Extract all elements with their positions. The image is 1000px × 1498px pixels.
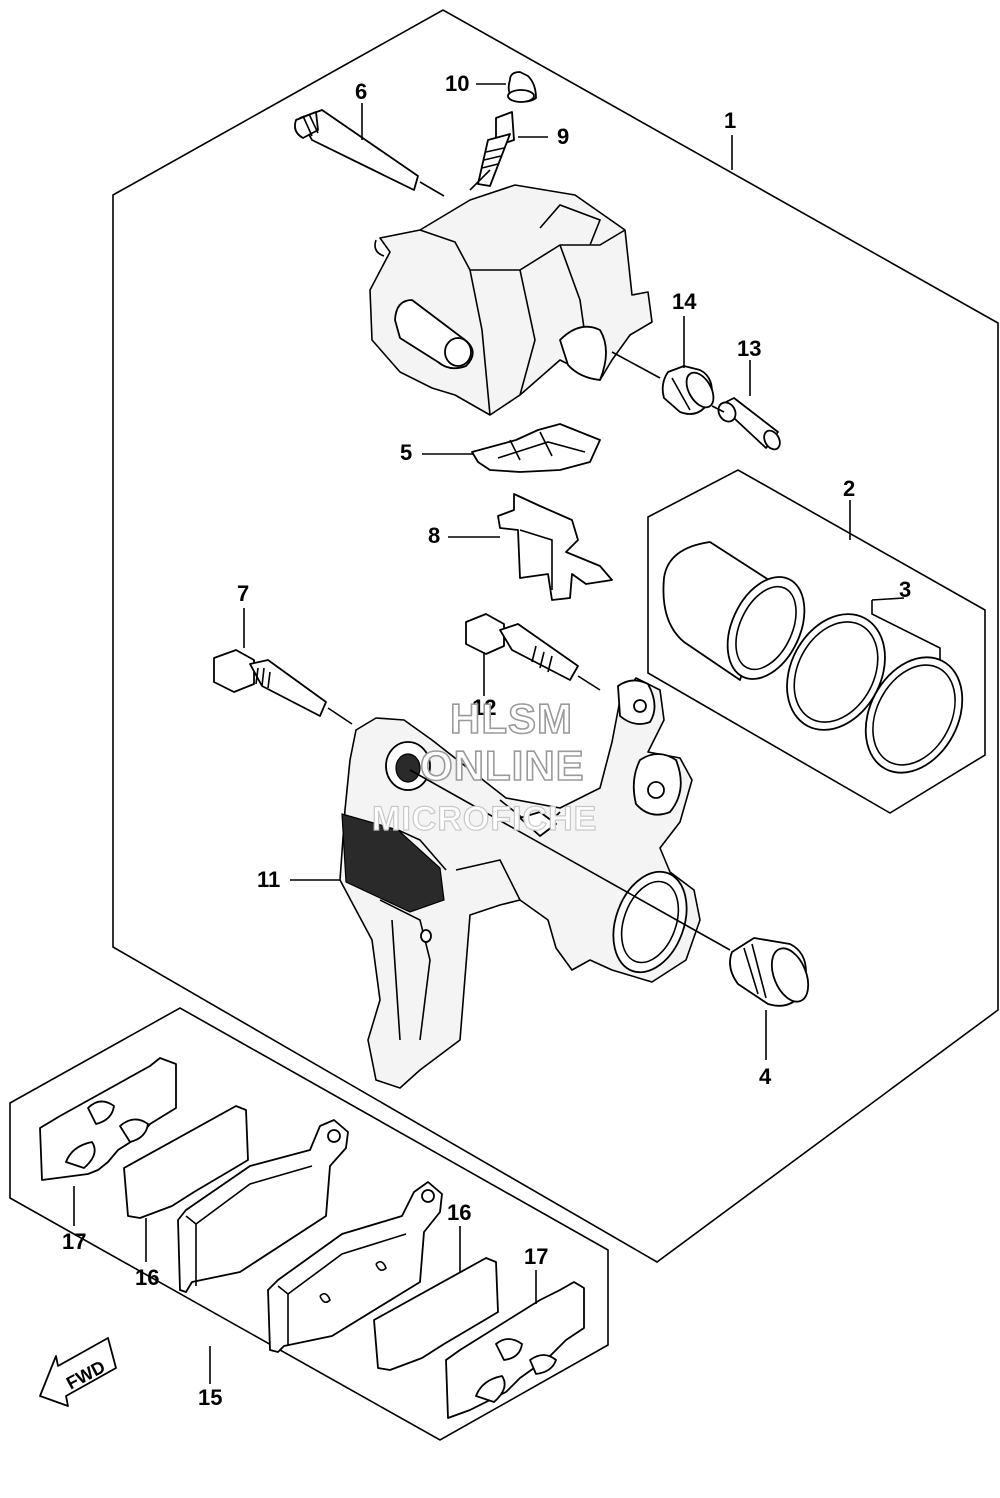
pad-shim-16-right [373, 1257, 499, 1371]
callout-17-right: 17 [524, 1244, 548, 1269]
callout-17-left: 17 [62, 1229, 86, 1254]
bolt-part-12 [465, 613, 579, 681]
assembly-1-boundary [112, 9, 999, 1263]
group-3-bracket [871, 600, 941, 664]
callout-12: 12 [472, 695, 496, 720]
brake-pad-right [267, 1181, 443, 1353]
pad-spring-part-5 [471, 423, 601, 473]
callout-16-left: 16 [135, 1265, 159, 1290]
piston-part-2 [662, 541, 806, 681]
callout-14: 14 [672, 289, 697, 314]
watermark-line3: MICROFICHE [372, 800, 597, 838]
bolt-part-7 [213, 649, 327, 717]
caliper-body [369, 184, 653, 416]
callout-13: 13 [737, 336, 761, 361]
assembly-lines [327, 169, 731, 951]
group-2-boundary [647, 469, 986, 814]
boot-part-4 [729, 937, 810, 1007]
slide-pin-part-13 [717, 397, 781, 451]
callout-16-right: 16 [447, 1200, 471, 1225]
group-15-boundary [9, 1007, 609, 1441]
watermark: HLSM ONLINE MICROFICHE [371, 694, 597, 838]
callout-9: 9 [557, 124, 569, 149]
seals-part-3 [786, 613, 964, 774]
callout-6: 6 [355, 79, 367, 104]
brake-pad-left [177, 1119, 349, 1293]
pad-retainer-part-8 [497, 493, 613, 601]
leader-lines [73, 83, 905, 1384]
fwd-arrow-icon: FWD [39, 1337, 117, 1407]
watermark-line2: ONLINE [420, 742, 585, 789]
watermark-line1: HLSM [450, 695, 573, 742]
callout-11: 11 [257, 867, 280, 892]
callout-5: 5 [400, 440, 412, 465]
callout-15: 15 [198, 1385, 222, 1410]
callout-4: 4 [759, 1064, 772, 1089]
callout-10: 10 [445, 71, 469, 96]
pad-shim-17-left [39, 1057, 177, 1181]
pad-shim-16-left [123, 1105, 249, 1219]
callouts: 1 2 3 4 5 6 7 8 9 10 11 12 13 14 15 16 1… [62, 71, 911, 1410]
bleeder-cap-part-10 [507, 71, 537, 103]
boot-part-14 [661, 365, 715, 415]
pin-part-6 [294, 109, 419, 191]
callout-3: 3 [899, 577, 911, 602]
pad-shim-17-right [445, 1281, 585, 1419]
callout-2: 2 [843, 476, 855, 501]
callout-8: 8 [428, 523, 440, 548]
bleeder-valve-part-9 [477, 111, 515, 187]
callout-7: 7 [237, 581, 249, 606]
callout-1: 1 [724, 108, 736, 133]
